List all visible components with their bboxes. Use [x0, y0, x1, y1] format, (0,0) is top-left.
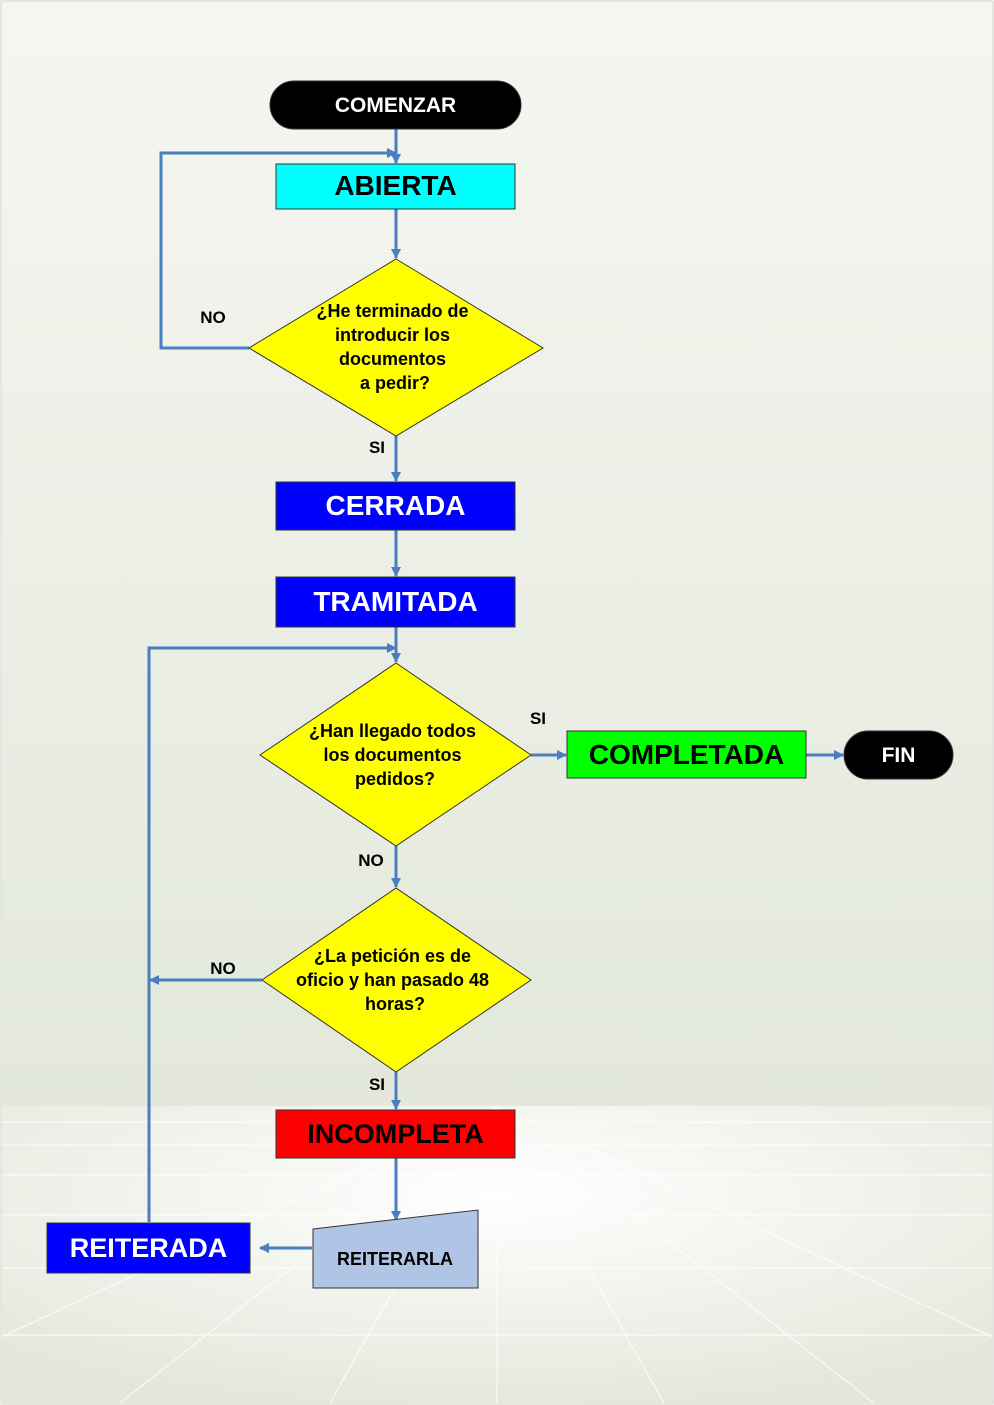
state-completada: COMPLETADA — [566, 730, 807, 779]
edge-labels: NO SI SI NO NO SI — [200, 308, 546, 1094]
state-tramitada: TRAMITADA — [275, 576, 516, 628]
connector-reiterada-loop — [147, 643, 397, 1222]
decision-1-line-3: documentos — [339, 349, 446, 369]
edge-label-d1-si: SI — [369, 438, 385, 457]
edge-label-d3-si: SI — [369, 1075, 385, 1094]
decision-official-48h: ¿La petición es de oficio y han pasado 4… — [261, 887, 532, 1073]
decision-3-line-1: ¿La petición es de — [314, 946, 471, 966]
decision-3-line-2: oficio y han pasado 48 — [296, 970, 489, 990]
tramitada-label: TRAMITADA — [313, 586, 477, 617]
edge-label-d2-si: SI — [530, 709, 546, 728]
reiterada-label: REITERADA — [70, 1233, 228, 1263]
decision-1-line-2: introducir los — [335, 325, 450, 345]
decision-documents-arrived: ¿Han llegado todos los documentos pedido… — [259, 662, 532, 847]
state-reiterada: REITERADA — [46, 1222, 251, 1274]
start-terminal: COMENZAR — [269, 80, 522, 130]
incompleta-label: INCOMPLETA — [307, 1119, 484, 1149]
state-abierta: ABIERTA — [275, 163, 516, 210]
connectors — [147, 128, 844, 1253]
decision-3-line-3: horas? — [365, 994, 425, 1014]
cerrada-label: CERRADA — [326, 490, 466, 521]
fin-label: FIN — [882, 744, 916, 767]
decision-2-line-3: pedidos? — [355, 769, 435, 789]
abierta-label: ABIERTA — [334, 170, 456, 201]
decision-3-text: ¿La petición es de oficio y han pasado 4… — [296, 946, 494, 1014]
decision-finished-entering: ¿He terminado de introducir los document… — [248, 258, 544, 437]
state-incompleta: INCOMPLETA — [275, 1109, 516, 1159]
edge-label-d3-no: NO — [210, 959, 236, 978]
state-cerrada: CERRADA — [275, 481, 516, 531]
edge-label-d2-no: NO — [358, 851, 384, 870]
decision-1-line-4: a pedir? — [360, 373, 430, 393]
completada-label: COMPLETADA — [589, 739, 784, 770]
decision-2-text: ¿Han llegado todos los documentos pedido… — [309, 721, 481, 789]
end-terminal: FIN — [843, 730, 954, 780]
decision-2-line-1: ¿Han llegado todos — [309, 721, 476, 741]
decision-1-line-1: ¿He terminado de — [316, 301, 468, 321]
decision-2-line-2: los documentos — [323, 745, 461, 765]
start-label: COMENZAR — [335, 94, 456, 117]
decision-1-text: ¿He terminado de introducir los document… — [316, 301, 473, 393]
connector-d1-no-loop — [159, 148, 397, 350]
edge-label-d1-no: NO — [200, 308, 226, 327]
reiterarla-label: REITERARLA — [337, 1249, 453, 1269]
manual-input-reiterarla: REITERARLA — [312, 1209, 479, 1289]
